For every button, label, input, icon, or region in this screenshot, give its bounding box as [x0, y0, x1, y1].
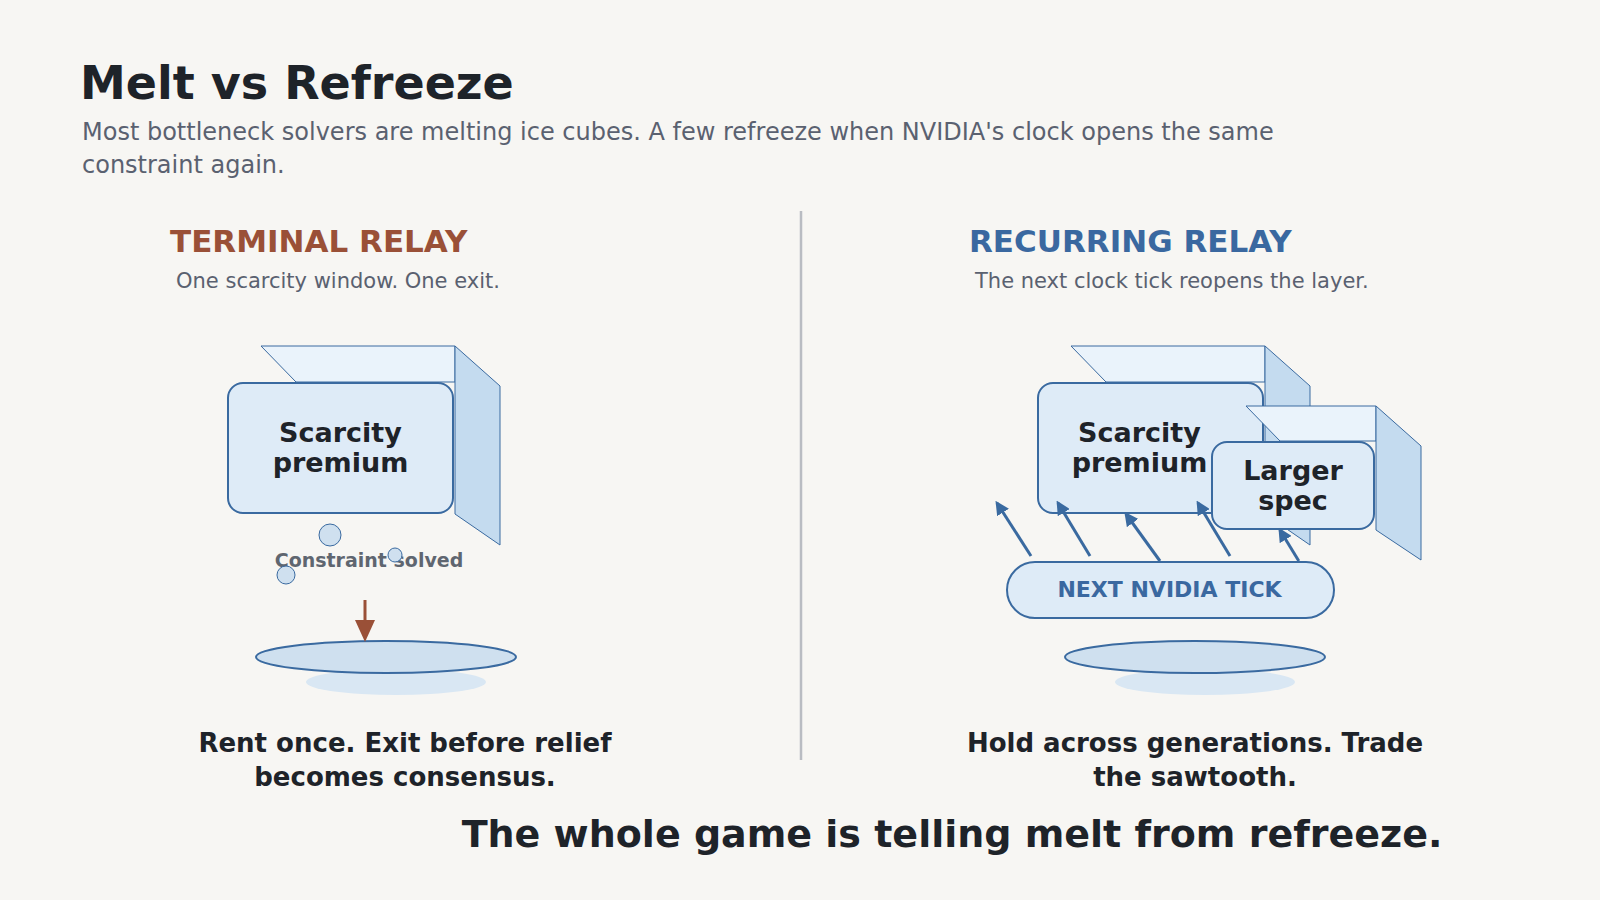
tick-arrow [1126, 514, 1160, 561]
cube-top-face [261, 346, 455, 382]
takeaway-text: Rent once. Exit before relief becomes co… [170, 726, 640, 794]
tick-arrow [1280, 530, 1299, 561]
melt-puddle [256, 641, 516, 673]
diagram-subtitle: Most bottleneck solvers are melting ice … [82, 116, 1382, 182]
section-heading: RECURRING RELAY [969, 222, 1469, 260]
cube-top-face [1246, 406, 1376, 441]
trigger-pill: NEXT NVIDIA TICK [1006, 561, 1335, 619]
cube-side-face [1376, 406, 1421, 560]
diagram-title: Melt vs Refreeze [80, 56, 1380, 110]
divider-line [800, 211, 803, 760]
cube-top-face [1071, 346, 1265, 382]
node-text: NEXT NVIDIA TICK [1057, 577, 1281, 603]
node-text: Scarcity premium [237, 418, 444, 478]
takeaway-text: Hold across generations. Trade the sawto… [940, 726, 1450, 794]
melt-bubble [388, 548, 402, 562]
cube-side-face [455, 346, 500, 545]
section-subtitle: The next clock tick reopens the layer. [975, 268, 1475, 295]
ice-cube-box: Scarcity premium [227, 382, 454, 514]
drip-arrowhead [355, 620, 375, 642]
conclusion-text: The whole game is telling melt from refr… [422, 811, 1482, 857]
melt-bubble [277, 566, 295, 584]
melt-bubble [319, 524, 341, 546]
node-text: Larger spec [1221, 456, 1365, 516]
tick-arrow [997, 503, 1031, 556]
ice-cube-box: Larger spec [1211, 441, 1375, 530]
node-text: Scarcity premium [1047, 418, 1232, 478]
state-note: Constraint solved [219, 549, 519, 571]
section-subtitle: One scarcity window. One exit. [176, 268, 676, 295]
melt-puddle [1065, 641, 1325, 673]
section-heading: TERMINAL RELAY [170, 222, 670, 260]
